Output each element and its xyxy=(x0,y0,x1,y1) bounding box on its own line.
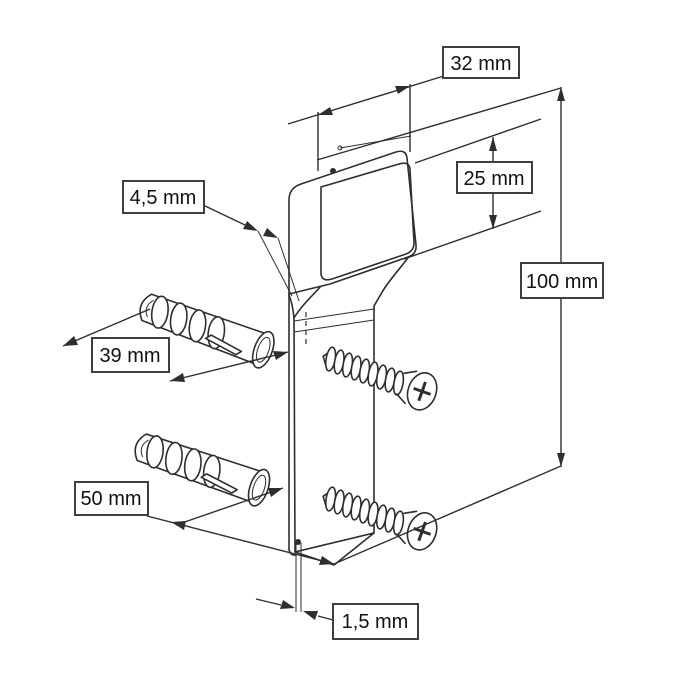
screw-cone-edge xyxy=(403,510,418,515)
arrowhead xyxy=(243,221,258,231)
label-box xyxy=(91,337,170,373)
plug-tip-split xyxy=(145,299,154,318)
arrowhead xyxy=(273,351,288,360)
leader-line xyxy=(202,204,246,226)
pointer-line xyxy=(277,237,300,302)
plug-slot xyxy=(204,334,243,356)
arrowhead xyxy=(557,87,565,101)
plug-fin xyxy=(164,441,183,476)
plug-fin xyxy=(146,435,164,469)
arrowhead xyxy=(63,336,78,346)
dimension-line xyxy=(169,351,289,382)
arrowhead xyxy=(263,228,278,238)
plug-tip-split xyxy=(140,439,149,458)
label-box xyxy=(442,46,520,79)
label-box xyxy=(332,603,419,640)
arrowhead xyxy=(303,611,318,620)
plug-fin xyxy=(183,448,202,482)
arrowhead xyxy=(489,137,497,151)
extension-line xyxy=(62,308,151,347)
arrowhead xyxy=(280,600,295,609)
label-box xyxy=(520,262,604,299)
plug-fin xyxy=(150,295,169,329)
extension-line xyxy=(333,465,562,565)
leader-line xyxy=(317,615,334,621)
bracket-head-front-face xyxy=(320,162,415,281)
screw-cone-edge xyxy=(395,393,406,405)
dimension-bracket-width xyxy=(287,74,448,171)
dimension-head-height xyxy=(403,118,542,260)
arrowhead xyxy=(319,556,334,565)
extension-line xyxy=(414,118,542,164)
dimension-line xyxy=(175,487,284,526)
dim-label-screw-length: 50 mm xyxy=(74,481,149,516)
extension-line xyxy=(316,87,562,161)
label-text: 100 mm xyxy=(526,271,598,293)
plug-slot xyxy=(200,473,238,494)
arrowhead xyxy=(489,215,497,229)
label-text: 1,5 mm xyxy=(342,611,409,633)
label-box xyxy=(122,180,205,214)
label-text: 39 mm xyxy=(99,345,160,367)
marking-line xyxy=(339,135,412,149)
dim-label-plate-thickness: 1,5 mm xyxy=(332,603,419,640)
arrowhead xyxy=(170,373,185,382)
marking-line-end xyxy=(337,145,343,151)
dimension-plate-thickness xyxy=(255,539,334,621)
arrowhead xyxy=(318,107,333,115)
dim-label-total-height: 100 mm xyxy=(520,262,604,299)
strip-bottom-face xyxy=(294,532,375,566)
dimension-screw-length xyxy=(146,487,335,565)
plug-fin xyxy=(188,309,207,343)
label-text: 4,5 mm xyxy=(130,187,197,209)
dim-label-anchor-length: 39 mm xyxy=(91,337,170,373)
dimension-line xyxy=(287,74,448,125)
label-text: 32 mm xyxy=(450,53,511,75)
dimension-anchor-length xyxy=(62,308,289,382)
dimension-total-height xyxy=(316,87,565,565)
extension-line xyxy=(403,210,542,260)
strip-foot xyxy=(288,548,297,556)
arrowhead xyxy=(268,488,283,497)
screw-upper xyxy=(322,346,438,411)
dim-label-hook-gap: 4,5 mm xyxy=(122,180,205,214)
dim-label-bracket-width: 32 mm xyxy=(442,46,520,79)
wall-plug-upper xyxy=(139,293,275,369)
plug-fin xyxy=(169,302,188,336)
screw-cone-edge xyxy=(403,370,418,375)
arrowhead xyxy=(395,86,410,94)
plug-collar-hole xyxy=(255,336,271,363)
label-box xyxy=(74,481,149,516)
leader-line xyxy=(255,598,282,606)
dim-label-head-height: 25 mm xyxy=(456,161,533,194)
pointer-line xyxy=(257,230,293,297)
plug-collar xyxy=(247,468,271,507)
plug-collar-hole xyxy=(251,474,267,501)
screw-lower xyxy=(322,486,438,551)
dimension-hook-gap xyxy=(202,204,300,302)
marking-dot xyxy=(330,168,336,174)
label-text: 50 mm xyxy=(80,488,141,510)
fold-line-upper xyxy=(293,308,375,322)
arrowhead xyxy=(557,453,565,467)
reference-dot xyxy=(295,539,301,545)
wall-plug-lower xyxy=(134,433,271,507)
bracket xyxy=(288,135,417,566)
strip-bend-inner xyxy=(288,294,295,319)
label-box xyxy=(456,161,533,194)
phillips-slot xyxy=(417,381,427,402)
fold-line-lower xyxy=(293,319,375,333)
label-text: 25 mm xyxy=(463,168,524,190)
